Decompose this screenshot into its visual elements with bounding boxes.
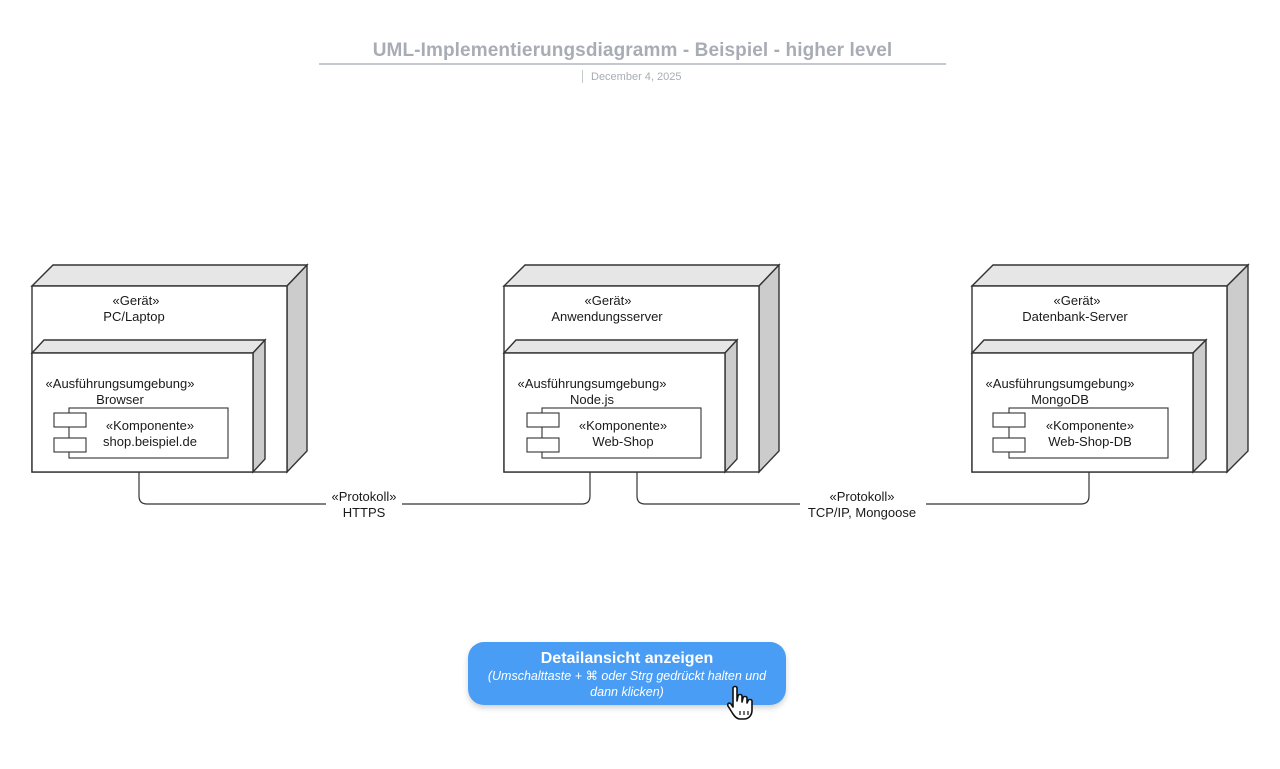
date-divider: [582, 70, 583, 83]
environment-name-text: Browser: [96, 392, 144, 407]
component-name-text: Web-Shop: [592, 434, 653, 449]
environment-stereotype-text: «Ausführungsumgebung»: [518, 376, 667, 391]
show-details-hint: (Umschalttaste + ⌘ oder Strg gedrückt ha…: [487, 669, 767, 699]
component-shop-beispiel[interactable]: [53, 407, 229, 459]
device-name-text: PC/Laptop: [103, 309, 164, 324]
environment-name-text: MongoDB: [1031, 392, 1089, 407]
component-icon-port: [992, 437, 1026, 453]
component-name-text: shop.beispiel.de: [103, 434, 197, 449]
device-node-datenbank-server[interactable]: [970, 263, 1250, 474]
component-stereotype-text: «Komponente»: [579, 418, 667, 433]
device-node-pc-laptop[interactable]: [30, 263, 309, 474]
page-title: UML-Implementierungsdiagramm - Beispiel …: [372, 40, 893, 61]
component-icon-port: [526, 437, 560, 453]
component-icon-port: [526, 412, 560, 428]
device-name-text: Anwendungsserver: [551, 309, 663, 324]
show-details-title: Detailansicht anzeigen: [540, 650, 714, 667]
device-node-anwendungsserver[interactable]: [502, 263, 781, 474]
component-icon-port: [53, 437, 87, 453]
component-stereotype-text: «Komponente»: [1046, 418, 1134, 433]
component-stereotype-text: «Komponente»: [106, 418, 194, 433]
device-stereotype-text: «Gerät»: [585, 293, 632, 308]
connection-label-bg: [326, 488, 402, 520]
connection-name-text: TCP/IP, Mongoose: [808, 505, 916, 520]
environment-name-text: Node.js: [570, 392, 615, 407]
component-web-shop[interactable]: [526, 407, 702, 459]
title-underline: [319, 63, 946, 65]
component-name-text: Web-Shop-DB: [1048, 434, 1132, 449]
connection-stereotype-text: «Protokoll»: [331, 489, 396, 504]
connection-stereotype-text: «Protokoll»: [829, 489, 894, 504]
device-stereotype-text: «Gerät»: [113, 293, 160, 308]
component-icon-port: [992, 412, 1026, 428]
component-icon-port: [53, 412, 87, 428]
environment-stereotype-text: «Ausführungsumgebung»: [986, 376, 1135, 391]
hand-pointer-icon: [726, 685, 753, 720]
connection-label-bg: [800, 488, 926, 520]
device-stereotype-text: «Gerät»: [1054, 293, 1101, 308]
environment-stereotype-text: «Ausführungsumgebung»: [46, 376, 195, 391]
component-web-shop-db[interactable]: [992, 407, 1169, 459]
device-name-text: Datenbank-Server: [1022, 309, 1128, 324]
connection-name-text: HTTPS: [343, 505, 386, 520]
page-date: December 4, 2025: [591, 71, 682, 83]
